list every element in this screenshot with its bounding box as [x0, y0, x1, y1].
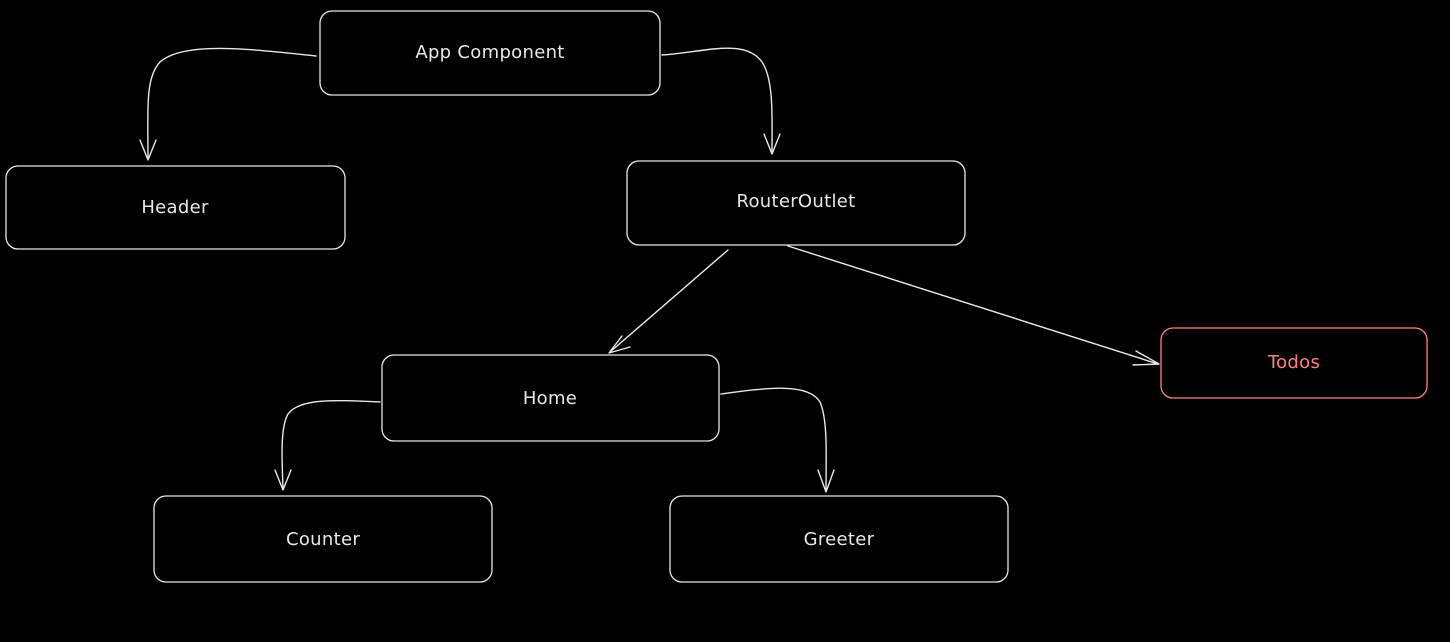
- node-box: [319, 10, 661, 96]
- edge-app-to-header: [139, 47, 317, 161]
- node-box: [626, 160, 966, 246]
- edge-home-to-counter: [274, 399, 381, 491]
- node-header[interactable]: Header: [5, 165, 346, 250]
- node-router-outlet[interactable]: RouterOutlet: [626, 160, 966, 246]
- node-label: App Component: [415, 42, 564, 63]
- node-box: [5, 165, 346, 250]
- edges: [139, 47, 1160, 493]
- node-todos[interactable]: Todos: [1160, 327, 1428, 399]
- node-box: [1160, 327, 1428, 399]
- node-label: Todos: [1267, 352, 1320, 373]
- edge-routeroutlet-to-todos: [787, 245, 1160, 366]
- node-label: Header: [141, 197, 209, 218]
- node-app-component[interactable]: App Component: [319, 10, 661, 96]
- node-greeter[interactable]: Greeter: [669, 495, 1009, 583]
- node-label: Greeter: [804, 529, 875, 550]
- node-label: Home: [523, 388, 577, 409]
- node-counter[interactable]: Counter: [153, 495, 493, 583]
- edge-home-to-greeter: [720, 387, 835, 493]
- edge-app-to-routeroutlet: [661, 47, 781, 155]
- node-box: [153, 495, 493, 583]
- node-box: [381, 354, 720, 442]
- node-box: [669, 495, 1009, 583]
- node-home[interactable]: Home: [381, 354, 720, 442]
- node-label: RouterOutlet: [736, 191, 855, 212]
- edge-routeroutlet-to-home: [608, 249, 729, 354]
- node-label: Counter: [286, 529, 360, 550]
